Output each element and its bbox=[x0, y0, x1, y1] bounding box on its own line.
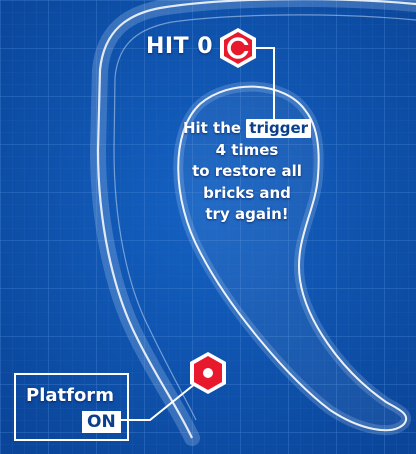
instruction-line-4: bricks and bbox=[203, 183, 291, 202]
platform-label: Platform bbox=[26, 385, 114, 406]
instruction-line-2: 4 times bbox=[215, 140, 279, 159]
hit-counter-value: 0 bbox=[197, 34, 214, 59]
instruction-line-5: try again! bbox=[205, 205, 289, 223]
platform-state-badge: ON bbox=[82, 411, 121, 433]
hit-counter: HIT 0 bbox=[146, 34, 213, 59]
instruction-line-1: Hit the bbox=[182, 119, 242, 137]
red-hexagon-c-icon[interactable] bbox=[220, 28, 256, 68]
instruction-text: Hit the trigger 4 times to restore all b… bbox=[172, 118, 322, 226]
trigger-chip: trigger bbox=[246, 119, 312, 138]
platform-status-panel: Platform ON bbox=[14, 373, 129, 441]
red-hexagon-dot-icon[interactable] bbox=[190, 352, 226, 394]
trigger-connector bbox=[254, 47, 275, 124]
instruction-line-3: to restore all bbox=[192, 162, 302, 180]
hit-counter-label: HIT bbox=[146, 34, 190, 59]
